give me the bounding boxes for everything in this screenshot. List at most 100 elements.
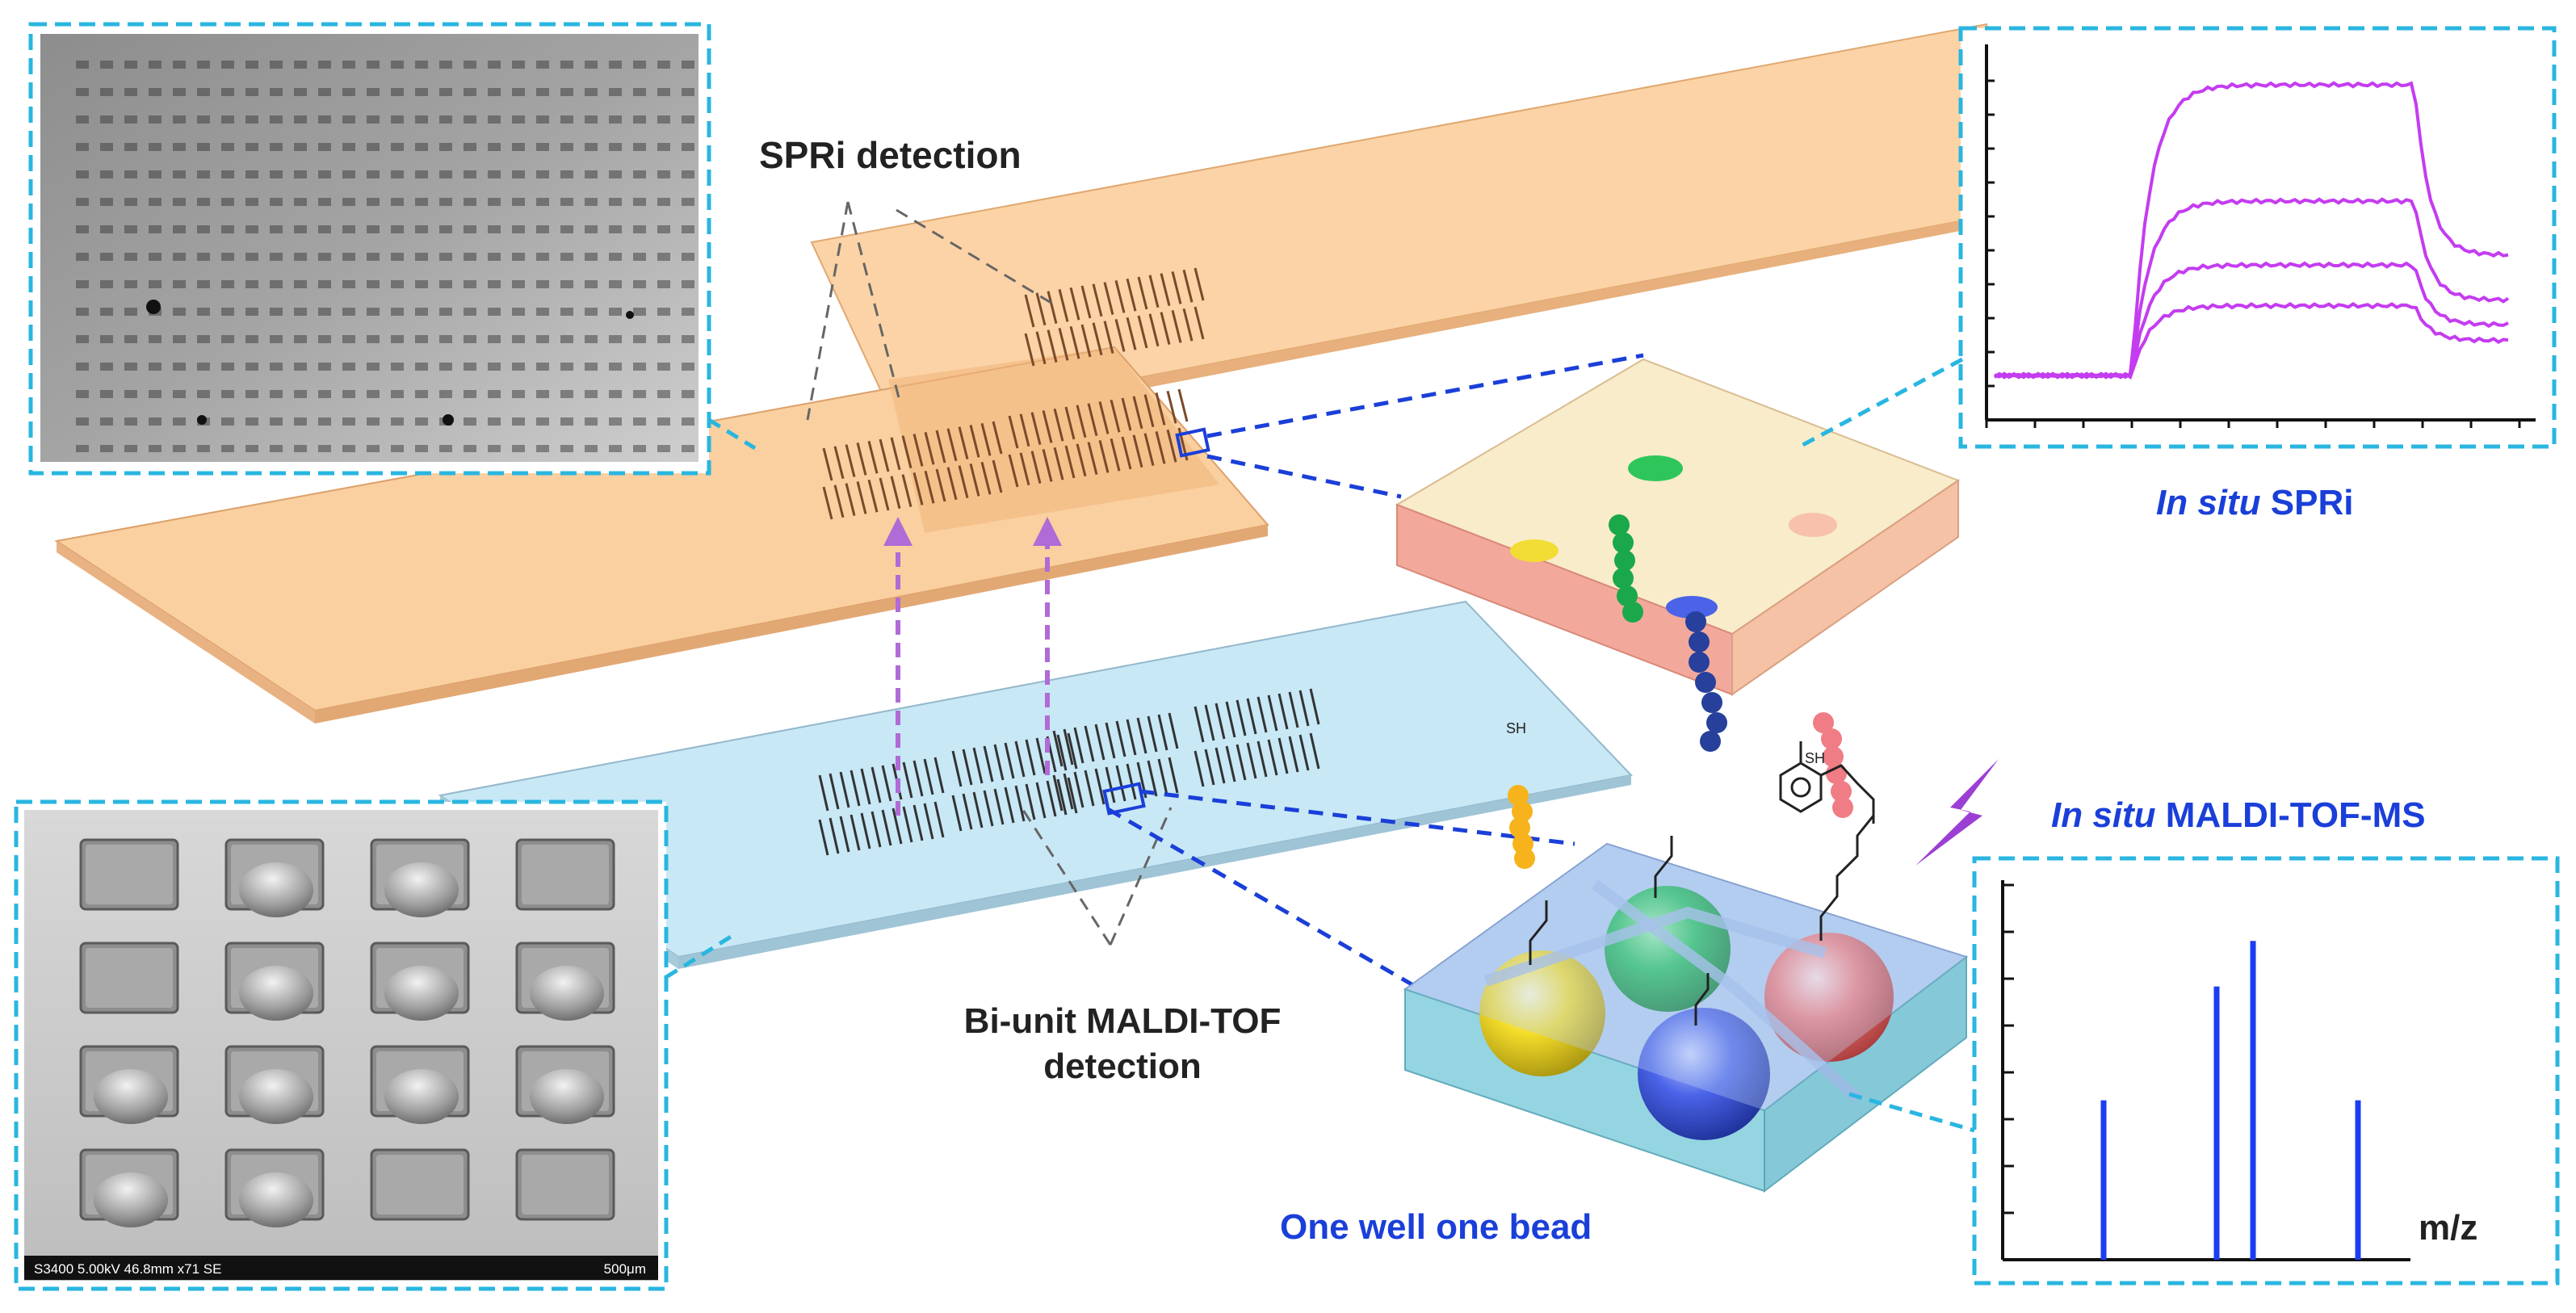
sem-connector: [665, 934, 732, 980]
lower-well-line: [1278, 737, 1289, 774]
chain-bead: [1821, 728, 1842, 749]
upper-well-line: [1182, 269, 1194, 303]
lower-well-line: [902, 761, 913, 799]
upper-well-line: [1103, 282, 1114, 315]
sem-bead: [530, 966, 604, 1021]
bead-well-chip-3d: [1403, 741, 1969, 1193]
sem-image-callout: S3400 5.00kV 46.8mm x71 SE 500μm: [14, 799, 669, 1291]
lower-well-line: [983, 790, 994, 827]
upper-well-line: [1148, 313, 1160, 347]
lower-well-line: [1246, 698, 1257, 735]
upper-well-line: [1053, 408, 1064, 442]
lower-well-line: [1004, 787, 1015, 824]
sem-bead: [239, 966, 313, 1021]
lower-well-line: [923, 803, 934, 840]
in-situ-maldi-label: In situ MALDI-TOF-MS: [2051, 795, 2426, 836]
in-situ-maldi-prefix: In situ: [2051, 795, 2156, 835]
chain-bead: [1823, 746, 1844, 767]
lower-well-line: [860, 768, 871, 805]
lower-well-line: [1225, 701, 1236, 738]
microscope-image-callout: [28, 22, 711, 476]
upper-well-line: [1143, 433, 1155, 466]
lower-well-line: [829, 773, 840, 810]
upper-well-line: [890, 437, 901, 471]
upper-well-line: [901, 435, 913, 468]
maldi-detection-line1: Bi-unit MALDI-TOF: [963, 1001, 1282, 1041]
upper-well-line: [1058, 328, 1069, 361]
upper-well-line: [1143, 394, 1155, 427]
upper-well-line: [1069, 287, 1080, 321]
lower-well-line: [1215, 747, 1226, 784]
upper-well-line: [1194, 267, 1205, 301]
sem-well-floor: [522, 845, 609, 904]
lower-well-line: [1246, 742, 1257, 779]
green-peptide-chain: [1609, 514, 1643, 623]
sem-bead: [384, 966, 459, 1021]
spri-detection-label: SPRi detection: [759, 134, 1022, 176]
upper-well-line: [1171, 310, 1182, 343]
upper-well-line: [1019, 413, 1030, 447]
upper-well-line: [946, 467, 958, 501]
sem-bead: [239, 1069, 313, 1124]
lower-well-line: [1309, 732, 1320, 770]
spri-chart-callout: [1958, 26, 2557, 449]
chain-bead: [1622, 602, 1643, 623]
lower-well-line: [1014, 785, 1026, 822]
thiol-label-2: SH: [1506, 720, 1526, 736]
lower-well-line: [1115, 720, 1126, 757]
maldi-detection-label: Bi-unit MALDI-TOF detection: [953, 1001, 1292, 1087]
upper-well-line: [1121, 397, 1132, 431]
sem-microwells: [79, 838, 615, 1227]
upper-well-line: [867, 479, 879, 513]
upper-well-line: [1098, 401, 1110, 434]
upper-well-line: [1042, 449, 1053, 482]
lower-well-line: [993, 744, 1005, 781]
upper-well-line: [1076, 443, 1087, 477]
chain-bead: [1813, 712, 1834, 733]
lower-well-line: [1267, 694, 1278, 732]
upper-well-line: [1008, 454, 1019, 488]
lower-well-line: [1067, 732, 1078, 770]
maldi-zoom-marker: [1102, 782, 1146, 816]
lower-well-line: [1035, 782, 1047, 819]
chain-bead: [1706, 712, 1727, 733]
lower-well-line: [850, 814, 861, 851]
upper-well-line: [1080, 285, 1092, 319]
chain-bead: [1701, 692, 1722, 713]
upper-well-line: [901, 474, 913, 507]
upper-well-line: [1064, 406, 1076, 440]
upper-well-line: [1069, 325, 1080, 359]
lower-well-line: [1126, 763, 1137, 800]
chain-bead: [1700, 731, 1721, 752]
upper-well-line: [1177, 388, 1189, 422]
spri-zoom-marker: [1175, 427, 1210, 458]
upper-well-line: [1137, 315, 1148, 349]
ms-chart-callout: m/z: [1972, 856, 2560, 1286]
lower-well-line: [1004, 742, 1015, 779]
chain-bead: [1826, 763, 1847, 784]
spri-chip-3d: [1395, 358, 1961, 869]
lower-well-line: [1052, 730, 1064, 767]
chain-bead: [1685, 611, 1706, 632]
one-well-one-bead-label: One well one bead: [1280, 1207, 1592, 1247]
red-bead: [1764, 933, 1894, 1062]
upper-well-line: [992, 459, 1003, 493]
in-situ-spri-suffix: SPRi: [2260, 483, 2354, 522]
upper-well-line: [969, 425, 980, 458]
upper-well-line: [1064, 445, 1076, 479]
upper-well-line: [1053, 447, 1064, 480]
lower-well-line: [1288, 736, 1299, 773]
upper-well-line: [1110, 399, 1121, 433]
transfer-arrows: [883, 517, 1062, 816]
sem-bead: [239, 862, 313, 917]
lower-well-line: [1157, 714, 1168, 751]
upper-well-line: [1076, 405, 1087, 438]
chain-bead: [1831, 781, 1852, 802]
lower-well-line: [1063, 728, 1074, 766]
sem-well-floor: [86, 948, 173, 1008]
upper-well-line: [913, 472, 924, 505]
upper-well-line: [1042, 410, 1053, 443]
upper-spri-slide-front: [54, 346, 1269, 724]
lower-well-line: [1236, 699, 1247, 736]
upper-well-line: [1008, 415, 1019, 449]
